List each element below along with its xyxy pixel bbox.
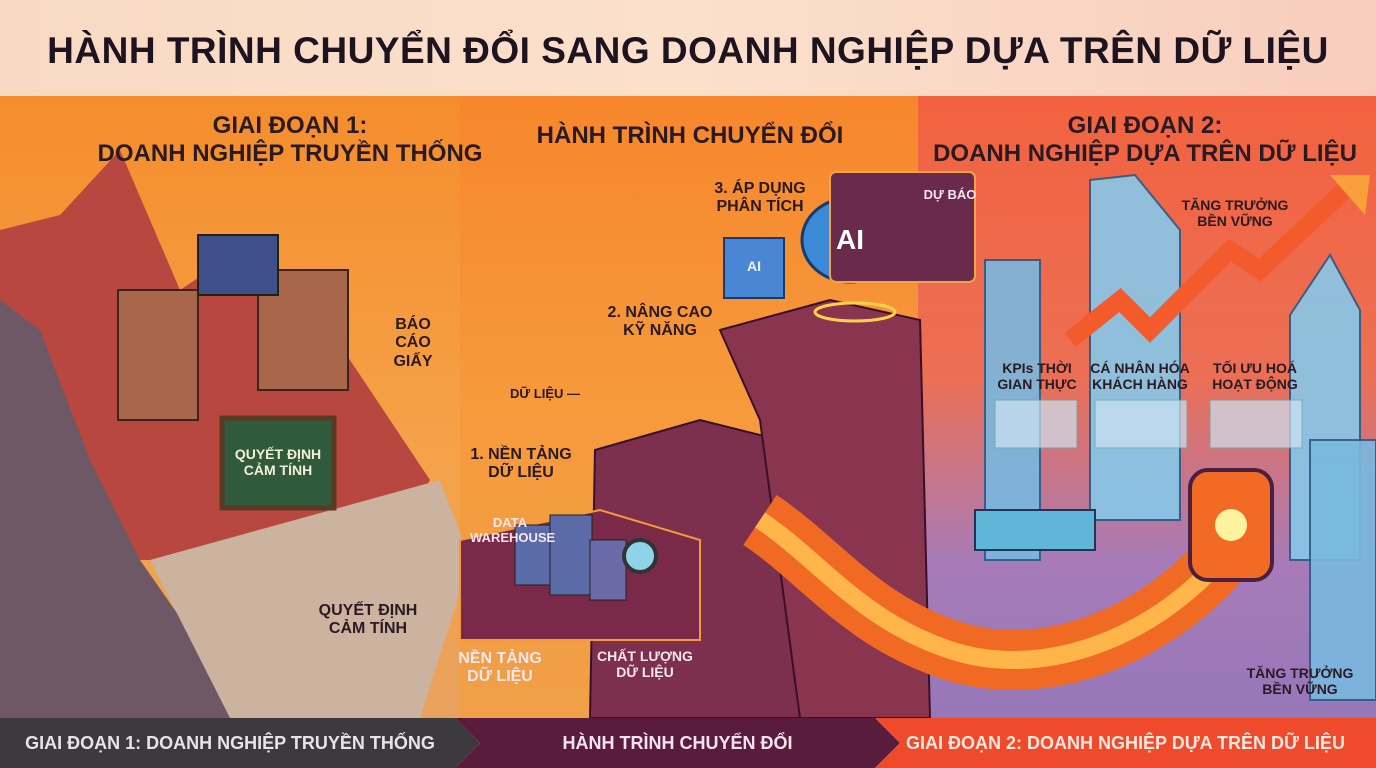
title-band [0, 0, 1376, 96]
forecast-label: DỰ BÁO [923, 187, 977, 202]
ai-card [723, 237, 785, 299]
personalization-panel [1094, 399, 1188, 449]
cliff [0, 300, 250, 718]
gut-decisions-label: QUYẾT ĐỊNH CẢM TÍNH [318, 602, 418, 638]
ai-card-label: AI [747, 258, 761, 274]
stage1-heading-line1: GIAI ĐOẠN 1: [212, 112, 368, 139]
bottom-seg-stage2-label: GIAI ĐOẠN 2: DOANH NGHIỆP DỰA TRÊN DỮ LI… [906, 732, 1345, 753]
magnifier [622, 538, 658, 574]
bottom-seg-journey-label: HÀNH TRÌNH CHUYỂN ĐỔI [562, 732, 793, 753]
bottom-seg-stage1: GIAI ĐOẠN 1: DOANH NGHIỆP TRUYỀN THỐNG [0, 718, 480, 768]
optimization-panel [1209, 399, 1303, 449]
dirt-path [150, 480, 470, 718]
bottom-seg-stage1-label: GIAI ĐOẠN 1: DOANH NGHIỆP TRUYỀN THỐNG [25, 732, 435, 753]
data-foundation-label: NỀN TẢNG DỮ LIỆU [458, 650, 542, 686]
page-title: HÀNH TRÌNH CHUYỂN ĐỔI SANG DOANH NGHIỆP … [47, 30, 1329, 71]
stage1-heading-line2: DOANH NGHIỆP TRUYỀN THỐNG [97, 139, 483, 167]
bottom-bar: GIAI ĐOẠN 1: DOANH NGHIỆP TRUYỀN THỐNG H… [0, 718, 1376, 768]
forecast-panel [829, 171, 976, 283]
step2-label: 2. NÂNG CAO KỸ NĂNG [607, 304, 713, 340]
growth-top-label: TĂNG TRƯỞNG BỀN VỮNG [1181, 197, 1289, 230]
skyscraper [1309, 439, 1376, 701]
data-label: DỮ LIỆU — [509, 386, 580, 401]
stage2-heading: GIAI ĐOẠN 2: DOANH NGHIỆP DỰA TRÊN DỮ LI… [930, 112, 1360, 167]
ai-pedestal [813, 301, 897, 323]
growth-bottom-label: TĂNG TRƯỞNG BỀN VỮNG [1246, 665, 1354, 698]
bottom-seg-stage2: GIAI ĐOẠN 2: DOANH NGHIỆP DỰA TRÊN DỮ LI… [875, 718, 1376, 768]
stage1-heading: GIAI ĐOẠN 1: DOANH NGHIỆP TRUYỀN THỐNG [80, 112, 500, 167]
kpis-label: KPIs THỜI GIAN THỰC [997, 360, 1077, 393]
step3-label: 3. ÁP DỤNG PHÂN TÍCH [714, 180, 806, 216]
arrow-head [1330, 175, 1370, 215]
binders [197, 234, 279, 296]
ai-brain-label: AI [836, 224, 864, 255]
skyscraper [1089, 173, 1181, 521]
paper-reports-label: BÁO CÁO GIẤY [393, 316, 433, 370]
stage2-heading-line2: DOANH NGHIỆP DỰA TRÊN DỮ LIỆU [933, 139, 1357, 167]
growth-arrow [1064, 178, 1357, 348]
bottom-seg-journey: HÀNH TRÌNH CHUYỂN ĐỔI [455, 718, 900, 768]
step1-label: 1. NỀN TẢNG DỮ LIỆU [470, 446, 572, 482]
chalkboard-text: QUYẾT ĐỊNH CẢM TÍNH [234, 446, 322, 479]
chalkboard [219, 415, 337, 511]
filing-cabinet [117, 289, 199, 421]
journey-heading: HÀNH TRÌNH CHUYỂN ĐỔI [536, 122, 844, 149]
data-quality-label: CHẤT LƯỢNG DỮ LIỆU [597, 648, 693, 681]
optimization-label: TỐI ƯU HOÁ HOẠT ĐỘNG [1212, 360, 1298, 393]
data-table [974, 509, 1096, 551]
personalization-label: CÁ NHÂN HÓA KHÁCH HÀNG [1090, 360, 1190, 393]
warehouse-label: DATA WAREHOUSE [470, 515, 556, 545]
kpi-panel [994, 399, 1078, 449]
stage2-heading-line1: GIAI ĐOẠN 2: [1067, 112, 1223, 139]
